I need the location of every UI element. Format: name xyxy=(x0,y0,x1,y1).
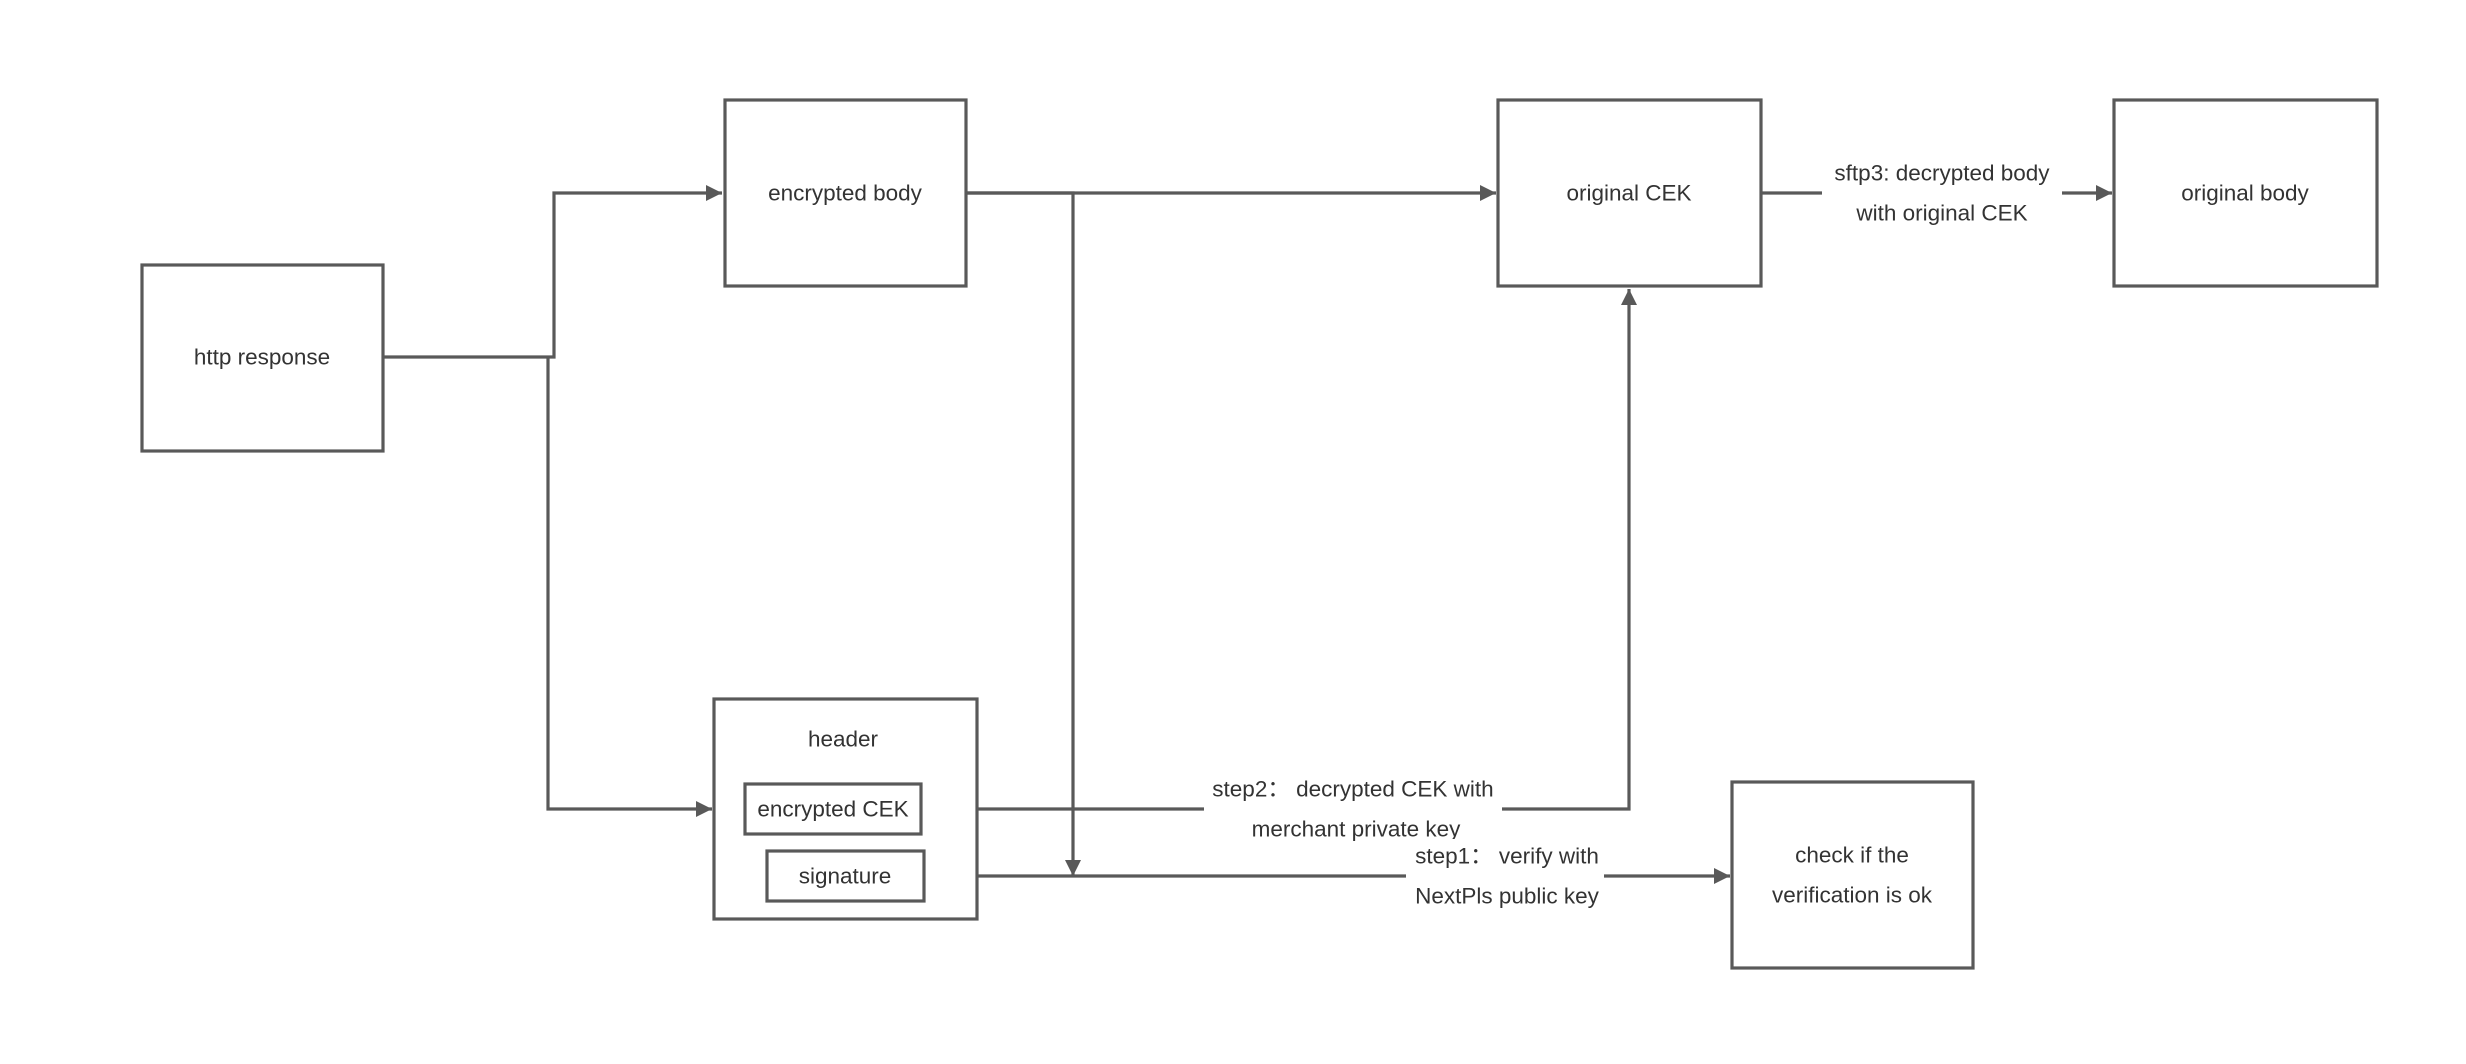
edge-label-step2-line2: merchant private key xyxy=(1252,817,1462,842)
node-check-verification-line1: check if the xyxy=(1795,843,1909,868)
edge-label-step1-line2: NextPls public key xyxy=(1415,884,1600,909)
node-check-verification-line2: verification is ok xyxy=(1772,883,1933,908)
edge-label-step2: step2： decrypted CEK with merchant priva… xyxy=(1204,772,1502,846)
node-original-body: original body xyxy=(2112,98,2379,288)
edge-label-step2-line1: step2： decrypted CEK with xyxy=(1212,777,1493,802)
node-check-verification: check if the verification is ok xyxy=(1730,780,1975,970)
edge-label-step1: step1： verify with NextPls public key xyxy=(1406,839,1604,913)
node-encrypted-cek-label: encrypted CEK xyxy=(757,797,908,822)
node-original-cek: original CEK xyxy=(1496,98,1763,288)
edge-label-step3: sftp3: decrypted body with original CEK xyxy=(1822,150,2062,234)
node-http-response-label: http response xyxy=(194,345,330,370)
node-original-cek-label: original CEK xyxy=(1566,181,1691,206)
node-encrypted-body: encrypted body xyxy=(723,98,968,288)
node-header-label: header xyxy=(808,727,879,752)
node-encrypted-body-label: encrypted body xyxy=(768,181,923,206)
edge-response-to-header xyxy=(546,357,712,817)
edge-response-to-body xyxy=(383,185,722,359)
node-http-response: http response xyxy=(140,263,385,453)
edge-label-step1-line1: step1： verify with xyxy=(1415,844,1599,869)
edge-label-step3-line2: with original CEK xyxy=(1855,201,2027,226)
node-original-body-label: original body xyxy=(2181,181,2309,206)
edge-encrypted-cek-to-original-cek xyxy=(921,289,1637,811)
node-encrypted-cek: encrypted CEK xyxy=(743,782,923,836)
node-signature-label: signature xyxy=(799,864,892,889)
edge-label-step3-line1: sftp3: decrypted body xyxy=(1834,161,2050,186)
node-signature: signature xyxy=(765,849,926,903)
edge-body-to-verify xyxy=(966,191,1081,876)
